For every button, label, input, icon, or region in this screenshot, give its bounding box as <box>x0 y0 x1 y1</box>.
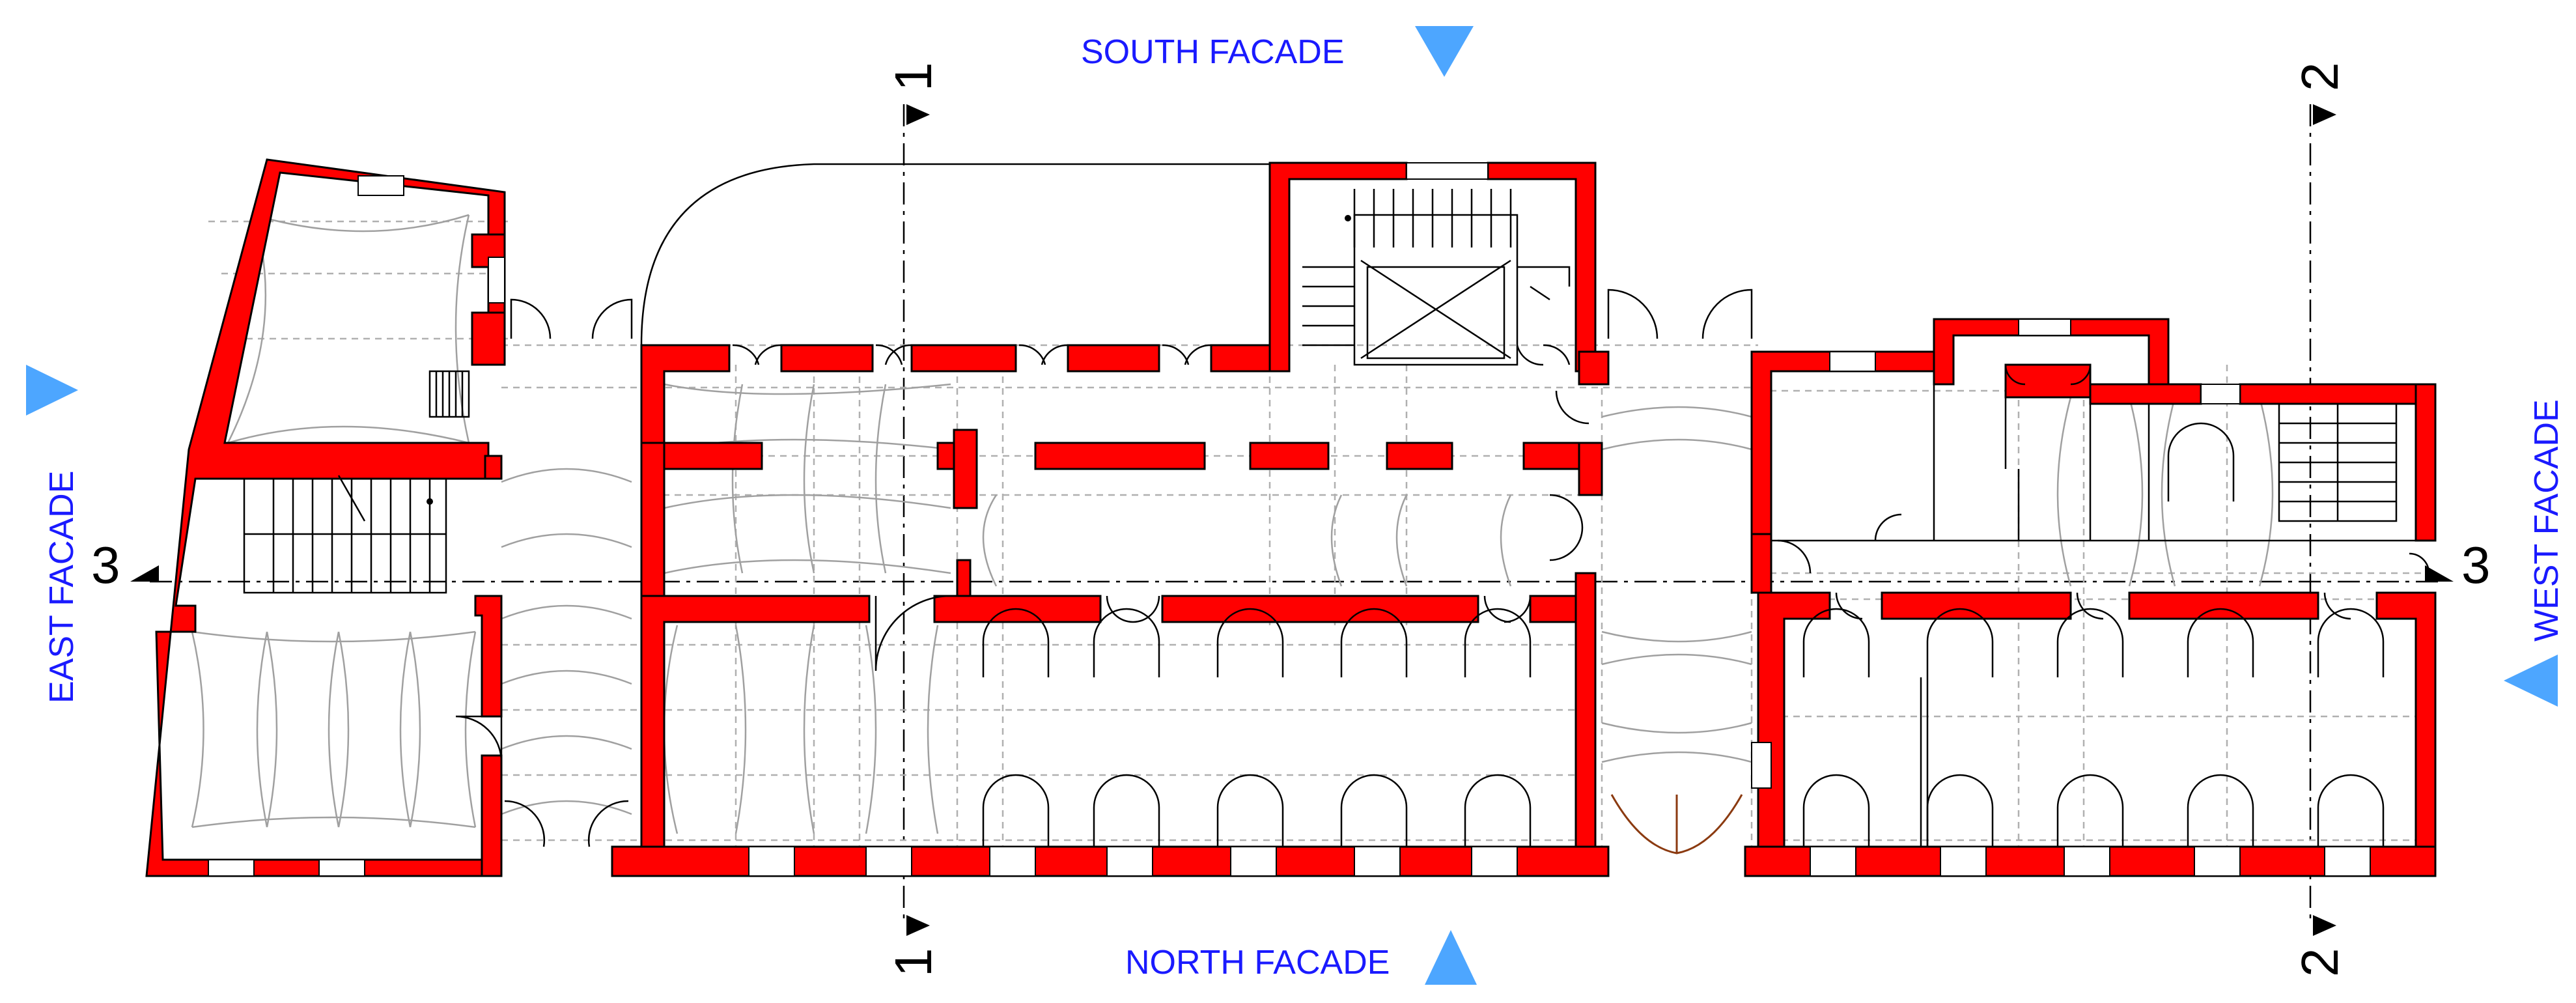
south-facade-label: SOUTH FACADE <box>1081 33 1345 71</box>
section-3-right-label: 3 <box>2461 536 2491 594</box>
windows <box>208 162 2371 877</box>
stair-left <box>243 475 447 594</box>
stair-right <box>2278 403 2398 522</box>
south-facade-arrow-icon <box>1415 26 1474 77</box>
section-1-bottom-label: 1 <box>884 948 942 978</box>
west-facade-label: WEST FACADE <box>2528 399 2566 642</box>
section-3-left-label: 3 <box>91 536 120 594</box>
canopy-arc <box>640 163 1270 346</box>
vault-accent-curve <box>1610 794 1743 855</box>
section-1-top-label: 1 <box>884 63 942 92</box>
section-2-bottom-label: 2 <box>2291 948 2349 978</box>
room-arches <box>982 422 2385 847</box>
section-3-left-arrow-icon <box>130 565 159 582</box>
doors <box>455 289 2430 847</box>
section-3-right-arrow-icon <box>2425 565 2454 582</box>
north-facade-label: NORTH FACADE <box>1125 944 1390 982</box>
section-2-bottom-arrow-icon <box>2313 915 2336 936</box>
section-1-bottom-arrow-icon <box>906 915 930 936</box>
stair-small <box>428 370 470 418</box>
east-facade-label: EAST FACADE <box>43 471 81 703</box>
section-2-top-arrow-icon <box>2313 104 2336 125</box>
section-1-top-arrow-icon <box>906 104 930 125</box>
north-facade-arrow-icon <box>1425 930 1477 985</box>
right-partitions <box>1771 364 2422 542</box>
stair-center <box>1302 189 1571 366</box>
section-2-top-label: 2 <box>2291 63 2349 92</box>
vault-curves <box>191 214 2274 834</box>
west-facade-arrow-icon <box>2504 655 2558 707</box>
east-facade-arrow-icon <box>26 365 78 416</box>
